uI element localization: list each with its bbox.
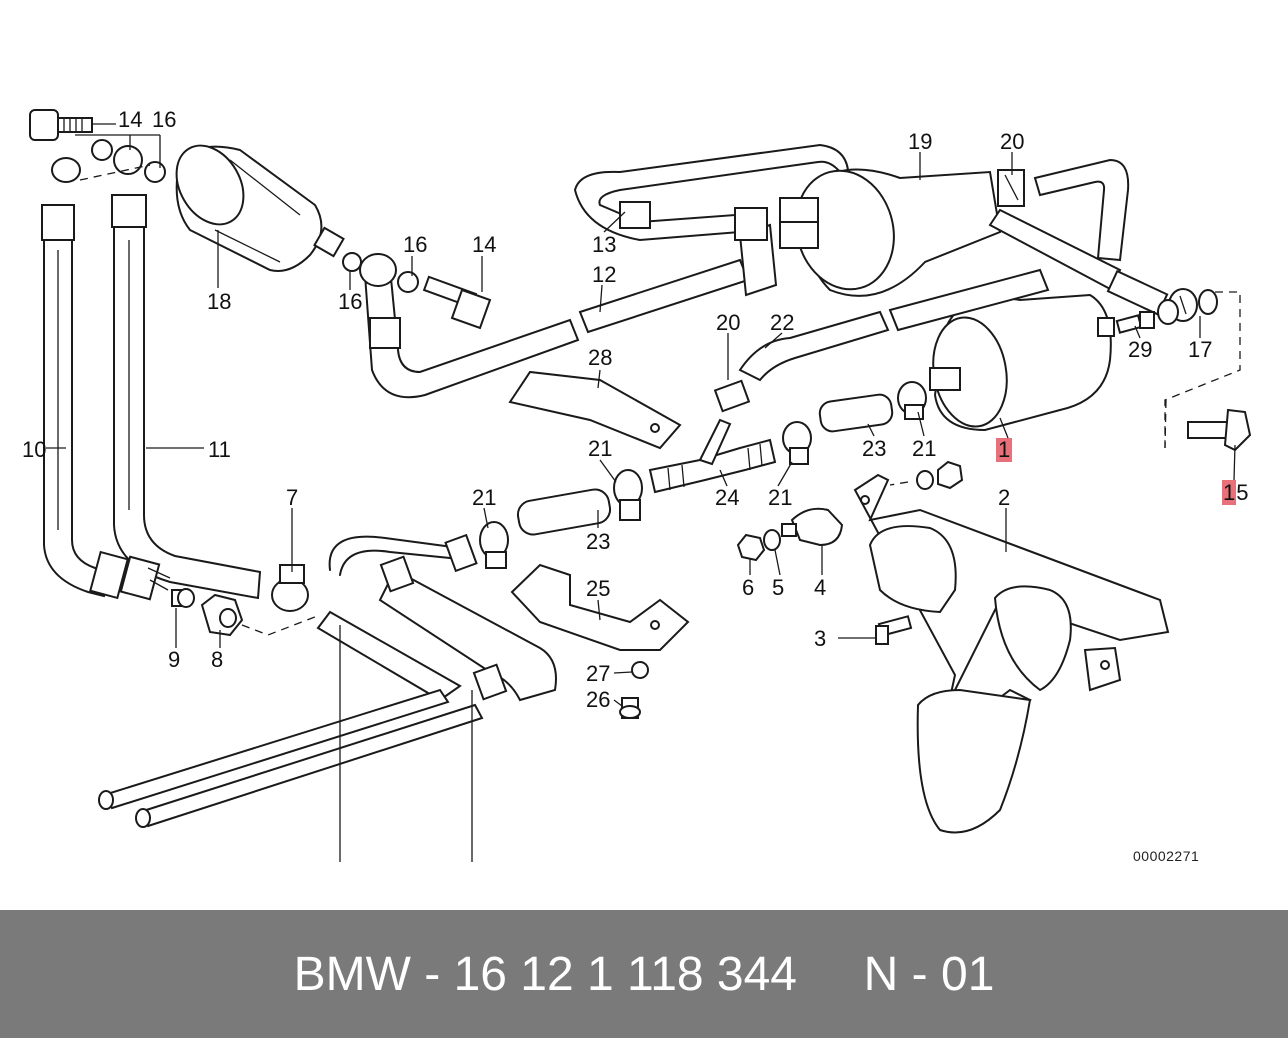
bracket-25 bbox=[510, 563, 690, 651]
callout-label: 3 bbox=[814, 626, 827, 651]
callout-label: 28 bbox=[588, 345, 613, 370]
callout-label: 4 bbox=[814, 575, 827, 600]
callout-label: 25 bbox=[586, 576, 611, 601]
washer-16-d bbox=[397, 271, 419, 293]
fuel-pipe-13 bbox=[573, 143, 850, 242]
callout-label: 18 bbox=[207, 289, 232, 314]
callout-label: 26 bbox=[586, 687, 611, 712]
washer-16 bbox=[91, 139, 113, 161]
leader-nut bbox=[889, 481, 909, 486]
callout-label: 10 bbox=[22, 437, 47, 462]
callout-label: 12 bbox=[592, 262, 617, 287]
callout-label: 23 bbox=[862, 436, 887, 461]
callout-label: 20 bbox=[1000, 129, 1025, 154]
washer-5 bbox=[763, 529, 781, 551]
nut-top bbox=[937, 460, 964, 490]
hose-22 bbox=[738, 268, 1050, 382]
hose-23-mid bbox=[516, 488, 612, 536]
callout-label: 11 bbox=[208, 437, 231, 462]
callout-label: 14 bbox=[472, 232, 497, 257]
lower-fuel-lines bbox=[98, 535, 557, 862]
callout-label: 14 bbox=[118, 107, 143, 132]
bolt-29 bbox=[1115, 311, 1155, 334]
fuel-filter-18 bbox=[175, 144, 345, 272]
callout-label: 21 bbox=[472, 485, 497, 510]
hose-end-fitting bbox=[89, 550, 171, 601]
washer-top bbox=[916, 470, 934, 490]
callout-label: 16 bbox=[403, 232, 428, 257]
clamp-21-left bbox=[613, 469, 643, 521]
banjo-fitting-b bbox=[113, 145, 143, 175]
pump-bracket-2 bbox=[853, 473, 1170, 834]
callout-label: 17 bbox=[1188, 337, 1213, 362]
banjo-fitting bbox=[51, 157, 81, 183]
connector-24 bbox=[648, 418, 777, 494]
callout-label: 2 bbox=[998, 485, 1011, 510]
fuel-hose-11 bbox=[111, 194, 262, 600]
callout-label: 9 bbox=[168, 647, 181, 672]
callout-label: 23 bbox=[586, 529, 611, 554]
fitting-17 bbox=[1157, 288, 1218, 325]
highlight-digit: 1 bbox=[1222, 480, 1237, 505]
nut-6 bbox=[736, 533, 766, 562]
callout-label: 22 bbox=[770, 310, 795, 335]
damper-19 bbox=[779, 168, 1002, 297]
fuel-system-exploded-view bbox=[29, 109, 1252, 862]
callout-label: 16 bbox=[338, 289, 363, 314]
callout-label: 24 bbox=[715, 485, 740, 510]
clamp-20-mid bbox=[713, 379, 751, 413]
part-number-footer: BMW - 16 12 1 118 344 N - 01 bbox=[0, 910, 1288, 1038]
callout-label: 21 bbox=[588, 436, 613, 461]
clip-20-top bbox=[997, 169, 1025, 207]
clamp-lower bbox=[379, 533, 508, 701]
callout-label-highlighted: 1 bbox=[996, 437, 1013, 462]
callout-label: 29 bbox=[1128, 337, 1153, 362]
fuel-pipe-12-left bbox=[359, 253, 580, 399]
bolt-3 bbox=[875, 615, 913, 645]
clamp-7 bbox=[271, 564, 309, 612]
bolt-15 bbox=[1187, 408, 1252, 452]
banjo-bolt-14 bbox=[29, 109, 93, 141]
leader-17-15 bbox=[1164, 291, 1241, 448]
callout-label: 27 bbox=[586, 661, 611, 686]
washer-27 bbox=[631, 661, 649, 679]
leader-lines bbox=[46, 123, 1236, 707]
part-number-text: BMW - 16 12 1 118 344 N - 01 bbox=[293, 947, 995, 1001]
nut-8 bbox=[200, 593, 244, 637]
rubber-mount-4 bbox=[781, 507, 844, 547]
return-pipe bbox=[988, 158, 1169, 316]
callout-label: 20 bbox=[716, 310, 741, 335]
callout-label: 6 bbox=[742, 575, 755, 600]
clamp-21-mid bbox=[782, 421, 812, 465]
banjo-bolt-14-b bbox=[422, 275, 492, 330]
washer-16-c bbox=[342, 252, 362, 272]
callout-label: 19 bbox=[908, 129, 933, 154]
diagram-reference-code: 00002271 bbox=[1133, 848, 1200, 864]
bracket-28 bbox=[508, 370, 682, 450]
fuel-pump-1 bbox=[929, 293, 1115, 432]
clamp-21-far-left bbox=[479, 521, 509, 569]
nipple-9 bbox=[171, 588, 195, 608]
callout-label: 21 bbox=[912, 436, 937, 461]
hose-23-right bbox=[818, 393, 894, 433]
callout-label: 5 bbox=[772, 575, 785, 600]
callout-label: 7 bbox=[286, 485, 299, 510]
callout-label: 8 bbox=[211, 647, 224, 672]
callout-label: 13 bbox=[592, 232, 617, 257]
callout-label: 21 bbox=[768, 485, 793, 510]
callout-label-highlighted: 15 bbox=[1222, 480, 1249, 505]
callout-label: 16 bbox=[152, 107, 177, 132]
parts-diagram: 14 16 18 16 16 14 19 20 13 12 29 17 20 2… bbox=[22, 107, 1252, 864]
screw-26 bbox=[619, 697, 641, 719]
